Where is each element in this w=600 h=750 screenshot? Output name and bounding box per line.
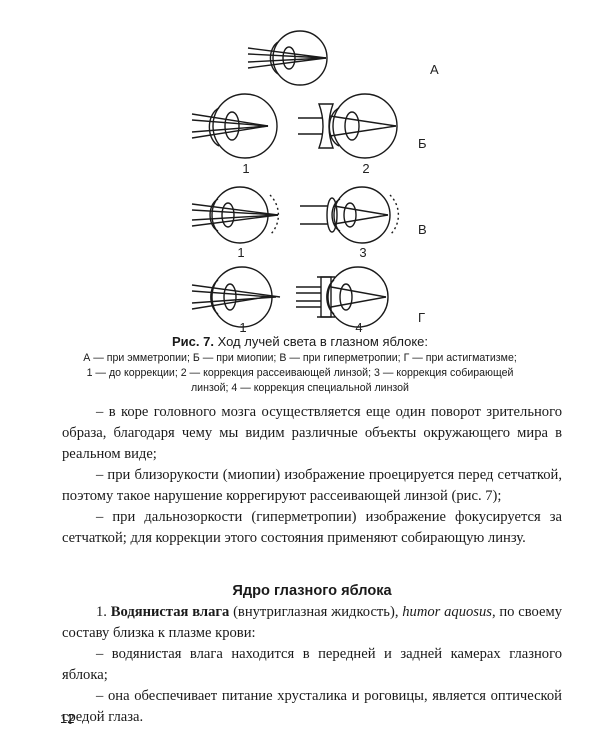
paragraph: – при дальнозоркости (гиперметропии) изо… [62,509,562,546]
item-latin: humor aquosus [402,604,492,620]
eye-number: 1 [239,320,247,335]
eye-number: 1 [237,245,245,260]
eye-emmetropia [247,30,328,86]
eye-astigmatism-corrected [296,266,389,328]
caption-figure-number: Рис. 7. [171,334,214,349]
bullet-item: – водянистая влага находится в передней … [62,646,562,683]
eye-number: 4 [355,320,363,335]
row-label-b: Б [418,136,427,151]
paragraph: – в коре головного мозга осуществляется … [62,404,562,462]
eye-number: 1 [242,161,250,176]
figure-caption: Рис. 7. Ход лучей света в глазном яблоке… [60,333,540,396]
item-paren: (внутриглазная жидкость), [229,604,403,620]
eye-myopia-corrected [298,93,398,159]
caption-title: Рис. 7. Ход лучей света в глазном яблоке… [60,333,540,350]
row-label-g: Г [418,310,426,325]
section-heading: Ядро глазного яблока [232,583,392,599]
eye-hyperopia-corrected [300,186,400,244]
eye-hyperopia-uncorrected [191,186,280,244]
eye-number: 2 [362,161,370,176]
page-number: 12 [60,711,75,726]
bullet-item: – она обеспечивает питание хрусталика и … [62,688,562,725]
item-term: Водянистая влага [110,604,230,620]
caption-title-text: Ход лучей света в глазном яблоке: [213,334,429,349]
item-number: 1. [96,604,107,620]
caption-line: 1 — до коррекции; 2 — коррекция рассеива… [86,367,514,379]
caption-line: А — при эмметропии; Б — при миопии; В — … [83,352,517,364]
caption-legend: А — при эмметропии; Б — при миопии; В — … [60,351,540,396]
figure-7: А Б В Г 1 2 1 3 1 4 [0,0,600,335]
section-item: 1. Водянистая влага (внутриглазная жидко… [62,602,562,644]
caption-line: линзой; 4 — коррекция специальной линзой [191,382,409,394]
eye-number: 3 [359,245,367,260]
eye-myopia-uncorrected [191,93,278,159]
section-body: 1. Водянистая влага (внутриглазная жидко… [62,602,562,728]
eye-astigmatism-uncorrected [191,266,281,328]
eye-diagrams [191,30,400,328]
body-paragraphs: – в коре головного мозга осуществляется … [62,402,562,549]
item-rest: , по своему составу близка к плазме кров… [62,604,562,641]
paragraph: – при близорукости (миопии) изображение … [62,467,562,504]
row-label-v: В [418,222,427,237]
row-label-a: А [430,62,439,77]
